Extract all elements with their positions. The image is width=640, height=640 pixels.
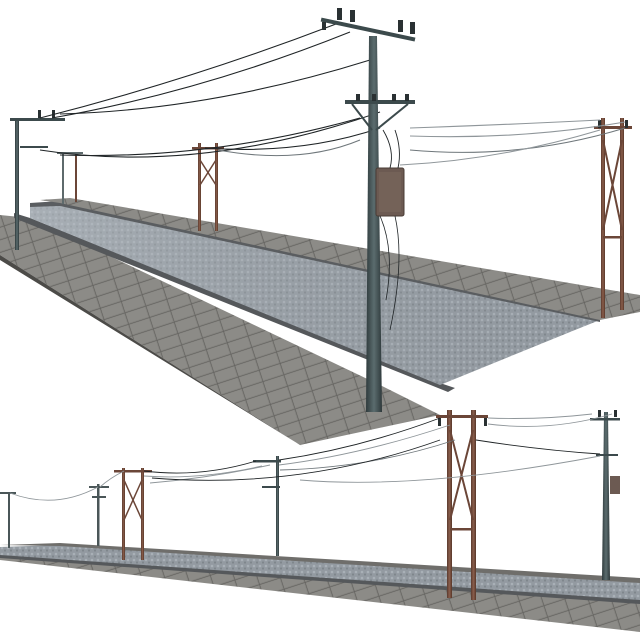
- steel-pole-mid: [253, 456, 281, 556]
- steel-pole-with-transformer: [590, 410, 620, 580]
- distant-poles: [57, 152, 83, 204]
- insulator-icon: [350, 10, 355, 22]
- insulator-icon: [337, 8, 342, 20]
- curb-front: [14, 213, 455, 392]
- insulators-mid: [356, 94, 409, 101]
- paved-sidewalk-front: [0, 215, 440, 445]
- insulator-icon: [410, 22, 415, 34]
- cobblestone-road-side: [0, 545, 640, 602]
- wooden-h-frame-pole-small: [114, 468, 152, 560]
- insulator-icon: [484, 418, 487, 426]
- paved-sidewalk-back: [40, 198, 640, 320]
- insulator-icon: [598, 120, 601, 128]
- wooden-h-frame-pole-right: [594, 118, 632, 318]
- paved-sidewalk-side: [0, 556, 640, 632]
- main-utility-pole: [320, 8, 416, 412]
- insulators-top: [322, 8, 415, 34]
- side-view: [0, 410, 640, 632]
- steel-pole-far-left: [0, 492, 16, 548]
- perspective-view: [0, 8, 640, 448]
- wooden-h-frame-pole-mid: [192, 143, 224, 231]
- insulator-icon: [614, 410, 617, 417]
- insulator-icon: [625, 120, 628, 128]
- road-sheen: [30, 203, 600, 385]
- insulator-icon: [398, 20, 403, 32]
- curb-side: [0, 555, 640, 604]
- transformer-box-side: [610, 476, 620, 494]
- steel-pole-small: [89, 484, 109, 546]
- power-lines-side: [9, 413, 613, 501]
- wooden-h-frame-pole-large: [436, 410, 488, 600]
- insulator-icon: [438, 418, 441, 426]
- insulator-icon: [322, 22, 326, 30]
- insulator-icon: [598, 410, 601, 417]
- insulator-icon: [38, 110, 41, 118]
- power-lines-top: [39, 23, 626, 166]
